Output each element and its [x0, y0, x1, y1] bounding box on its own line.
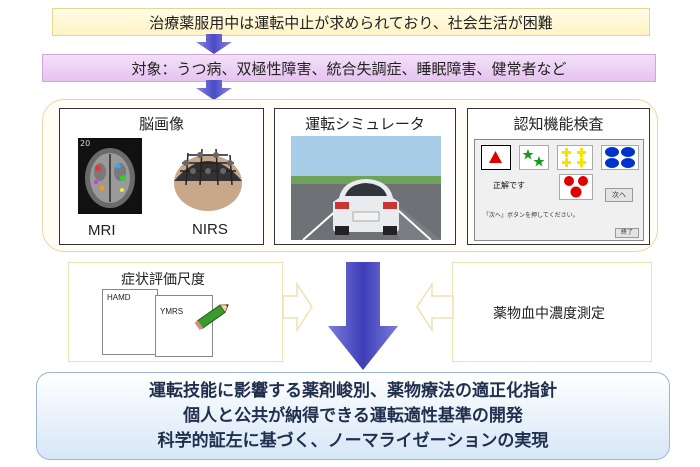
cognitive-test-title: 認知機能検査	[468, 113, 649, 134]
card-blue-circles[interactable]	[601, 145, 639, 170]
cognitive-test-window: 正解です 次へ 「次へ」ボタンを押してください。 終了	[474, 139, 644, 241]
drug-concentration-box: 薬物血中濃度測定	[452, 262, 652, 362]
mri-image: 20	[78, 138, 142, 214]
pencil-icon	[191, 299, 235, 333]
outcomes-box: 運転技能に影響する薬剤峻別、薬物療法の適正化指針 個人と公共が納得できる運転適性…	[36, 372, 670, 460]
card-red-circles	[559, 174, 593, 200]
rating-scales-title: 症状評価尺度	[121, 269, 205, 289]
hamd-sheet: HAMD	[102, 289, 158, 355]
outcome-line-3: 科学的証左に基づく、ノーマライゼーションの実現	[158, 429, 549, 454]
brain-imaging-panel: 脳画像 20 MRI NIRS	[59, 108, 264, 245]
rating-scales-box: 症状評価尺度 HAMD YMRS	[68, 262, 283, 362]
card-triangle[interactable]	[481, 145, 511, 170]
outcome-line-2: 個人と公共が納得できる運転適性基準の開発	[183, 404, 523, 429]
drug-concentration-label: 薬物血中濃度測定	[493, 303, 605, 323]
brain-imaging-title: 脳画像	[60, 113, 263, 134]
target-text: 対象：うつ病、双極性障害、統合失調症、睡眠障害、健常者など	[131, 58, 566, 79]
simulator-image	[291, 136, 441, 240]
problem-text: 治療薬服用中は運転中止が求められており、社会生活が困難	[149, 12, 553, 33]
big-down-arrow-icon	[326, 262, 400, 372]
nirs-label: NIRS	[192, 221, 228, 238]
card-yellow-crosses[interactable]	[557, 145, 593, 170]
right-arrow-icon	[283, 282, 313, 332]
nirs-image	[168, 141, 248, 213]
card-green-stars[interactable]	[519, 145, 549, 170]
down-arrow-icon	[194, 80, 234, 100]
correct-text: 正解です	[493, 180, 525, 191]
cognitive-test-panel: 認知機能検査 正解です 次へ 「次へ」ボタンを押してください。 終了	[467, 108, 650, 245]
outcome-line-1: 運転技能に影響する薬剤峻別、薬物療法の適正化指針	[149, 379, 557, 404]
finish-button[interactable]: 終了	[615, 228, 639, 238]
driving-simulator-panel: 運転シミュレータ	[274, 108, 456, 245]
mri-label: MRI	[88, 222, 116, 239]
target-banner: 対象：うつ病、双極性障害、統合失調症、睡眠障害、健常者など	[42, 54, 656, 82]
instruction-text: 「次へ」ボタンを押してください。	[483, 210, 579, 219]
next-button[interactable]: 次へ	[605, 188, 633, 202]
driving-simulator-title: 運転シミュレータ	[275, 113, 455, 134]
left-arrow-icon	[416, 282, 454, 332]
down-arrow-icon	[194, 34, 234, 54]
problem-banner: 治療薬服用中は運転中止が求められており、社会生活が困難	[52, 8, 650, 36]
